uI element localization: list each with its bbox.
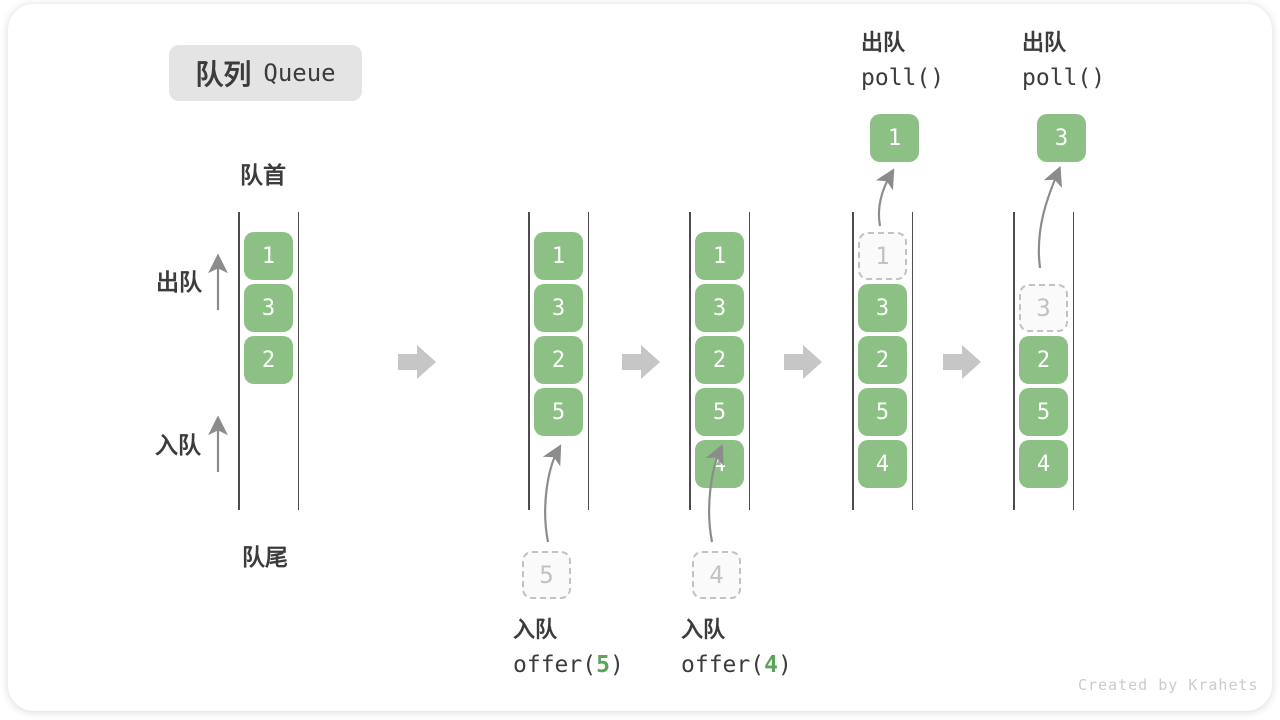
queue-cell-3: 3 [695, 284, 744, 332]
queue-cell-4: 4 [1019, 440, 1068, 488]
offer-5-arg: 5 [596, 652, 610, 678]
queue-cell-2: 2 [1019, 336, 1068, 384]
op-poll-2-title: 出队 [1022, 30, 1067, 55]
watermark: Created by Krahets [1078, 676, 1259, 694]
queue-wall-l [238, 212, 240, 510]
op-offer-5-title: 入队 [513, 617, 558, 642]
op-poll-2-code: poll() [1022, 65, 1106, 91]
queue-cell-3: 3 [534, 284, 583, 332]
op-offer-5-code: offer(5) [513, 652, 624, 678]
offer-5-post: ) [609, 652, 624, 678]
op-label-poll-1: 出队 poll() [861, 30, 944, 91]
step-arrow-1-icon [398, 345, 436, 379]
incoming-value-box-5: 5 [522, 551, 571, 599]
queue-cell-5: 5 [695, 388, 744, 436]
polled-value-box-1: 1 [870, 114, 919, 162]
label-queue-rear: 队尾 [242, 544, 288, 570]
queue-wall-l [528, 212, 530, 510]
step-arrow-2-icon [622, 345, 660, 379]
offer-4-arg: 4 [764, 652, 778, 678]
title-zh: 队列 [195, 59, 252, 90]
queue-cell-5: 5 [534, 388, 583, 436]
op-label-offer-4: 入队 offer(4) [681, 617, 792, 678]
op-label-poll-2: 出队 poll() [1022, 30, 1105, 91]
label-queue-front: 队首 [240, 162, 286, 188]
queue-wall-l [689, 212, 691, 510]
queue-cell-5: 5 [1019, 388, 1068, 436]
op-poll-1-code: poll() [861, 65, 945, 91]
queue-wall-l [1013, 212, 1015, 510]
label-enqueue-direction: 入队 [155, 432, 201, 458]
queue-cell-4: 4 [858, 440, 907, 488]
offer-4-post: ) [777, 652, 792, 678]
label-dequeue-direction: 出队 [156, 269, 202, 295]
queue-cell-3: 3 [244, 284, 293, 332]
op-offer-4-code: offer(4) [681, 652, 792, 678]
op-label-offer-5: 入队 offer(5) [513, 617, 624, 678]
queue-wall-r [1072, 212, 1074, 510]
queue-cell-3-removed: 3 [1019, 284, 1068, 332]
step-arrow-3-icon [784, 345, 822, 379]
queue-cell-1: 1 [534, 232, 583, 280]
queue-cell-1: 1 [695, 232, 744, 280]
queue-wall-r [748, 212, 750, 510]
polled-value-box-3: 3 [1037, 114, 1086, 162]
queue-cell-3: 3 [858, 284, 907, 332]
queue-cell-2: 2 [244, 336, 293, 384]
queue-wall-l [852, 212, 854, 510]
queue-wall-r [587, 212, 589, 510]
queue-cell-2: 2 [695, 336, 744, 384]
queue-cell-4: 4 [695, 440, 744, 488]
queue-wall-r [911, 212, 913, 510]
offer-4-pre: offer( [681, 652, 765, 678]
incoming-value-box-4: 4 [692, 551, 741, 599]
queue-cell-5: 5 [858, 388, 907, 436]
queue-cell-1: 1 [244, 232, 293, 280]
queue-cell-1-removed: 1 [858, 232, 907, 280]
queue-cell-2: 2 [858, 336, 907, 384]
op-offer-4-title: 入队 [681, 617, 726, 642]
step-arrow-4-icon [943, 345, 981, 379]
queue-cell-2: 2 [534, 336, 583, 384]
op-poll-1-title: 出队 [861, 30, 906, 55]
title-badge: 队列 Queue [169, 45, 362, 101]
queue-wall-r [297, 212, 299, 510]
title-en: Queue [263, 59, 336, 87]
offer-5-pre: offer( [513, 652, 597, 678]
